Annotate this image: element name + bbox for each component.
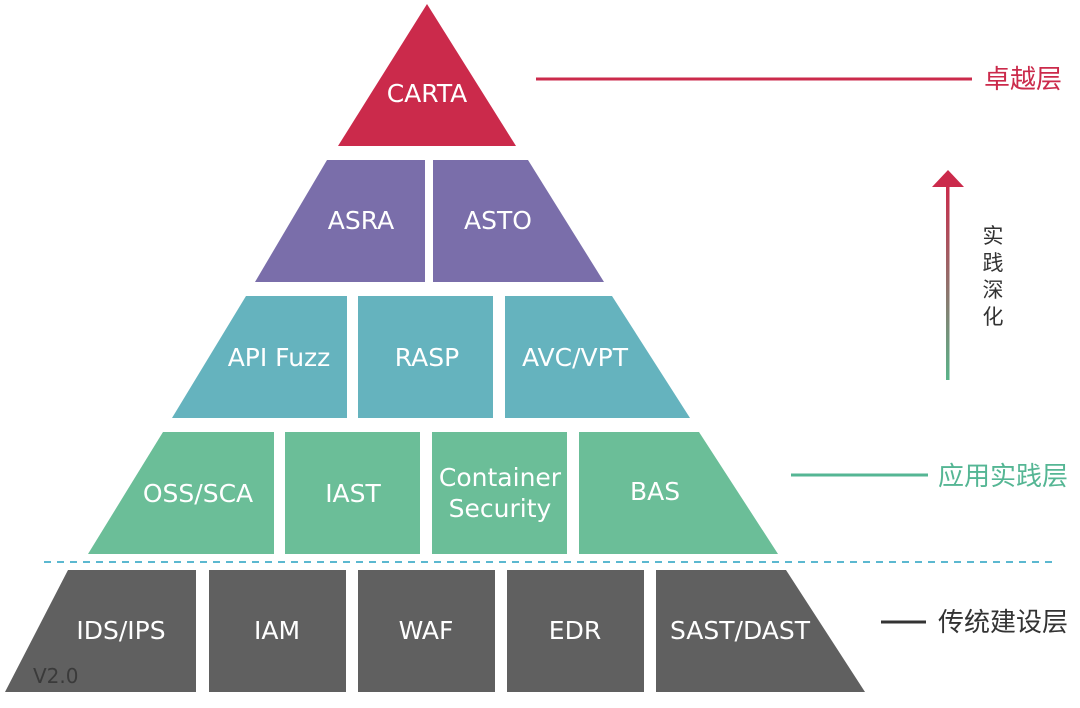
avc-vpt-label: AVC/VPT: [522, 343, 629, 372]
sast-dast-label: SAST/DAST: [670, 616, 811, 645]
waf-block: [358, 570, 495, 692]
ids-ips-block: [5, 570, 196, 692]
rasp-label: RASP: [395, 343, 459, 372]
version-label: V2.0: [33, 664, 79, 688]
asra-label: ASRA: [328, 206, 394, 235]
iast-block: [285, 432, 420, 554]
sast-dast-block: [656, 570, 865, 692]
excellence-layer-label: 卓越层: [984, 65, 1062, 95]
iam-label: IAM: [254, 616, 300, 645]
bas-block: [579, 432, 778, 554]
rasp-block: [358, 296, 493, 418]
edr-block: [507, 570, 644, 692]
api-fuzz-label: API Fuzz: [228, 343, 331, 372]
apex-carta-block: [338, 4, 516, 146]
bas-label: BAS: [630, 477, 680, 506]
tier-2: ASRA ASTO: [255, 160, 604, 282]
asto-block: [433, 160, 604, 282]
avc-vpt-block: [505, 296, 690, 418]
layer-label-traditional: 传统建设层: [881, 608, 1068, 638]
oss-sca-block: [88, 432, 274, 554]
apex-carta-label: CARTA: [387, 79, 468, 108]
arrow-shaft: [946, 185, 950, 380]
oss-sca-label: OSS/SCA: [143, 479, 253, 508]
tier-3: API Fuzz RASP AVC/VPT: [172, 296, 690, 418]
asra-block: [255, 160, 425, 282]
iam-block: [209, 570, 346, 692]
ids-ips-label: IDS/IPS: [76, 616, 165, 645]
apex-tier: CARTA: [338, 4, 516, 146]
edr-label: EDR: [549, 616, 601, 645]
iast-label: IAST: [325, 479, 381, 508]
asto-label: ASTO: [464, 206, 532, 235]
practice-layer-label: 应用实践层: [938, 462, 1068, 492]
tier-5: IDS/IPS IAM WAF EDR SAST/DAST: [5, 570, 865, 692]
layer-label-excellence: 卓越层: [536, 65, 1062, 95]
arrow-head-icon: [932, 170, 964, 187]
traditional-layer-label: 传统建设层: [938, 608, 1068, 638]
api-fuzz-block: [172, 296, 347, 418]
container-security-block: [432, 432, 567, 554]
arrow-vertical-label: 实践深化: [983, 224, 1004, 329]
layer-label-practice: 应用实践层: [791, 462, 1068, 492]
practice-deepening-arrow: 实践深化: [932, 170, 1004, 380]
waf-label: WAF: [399, 616, 454, 645]
